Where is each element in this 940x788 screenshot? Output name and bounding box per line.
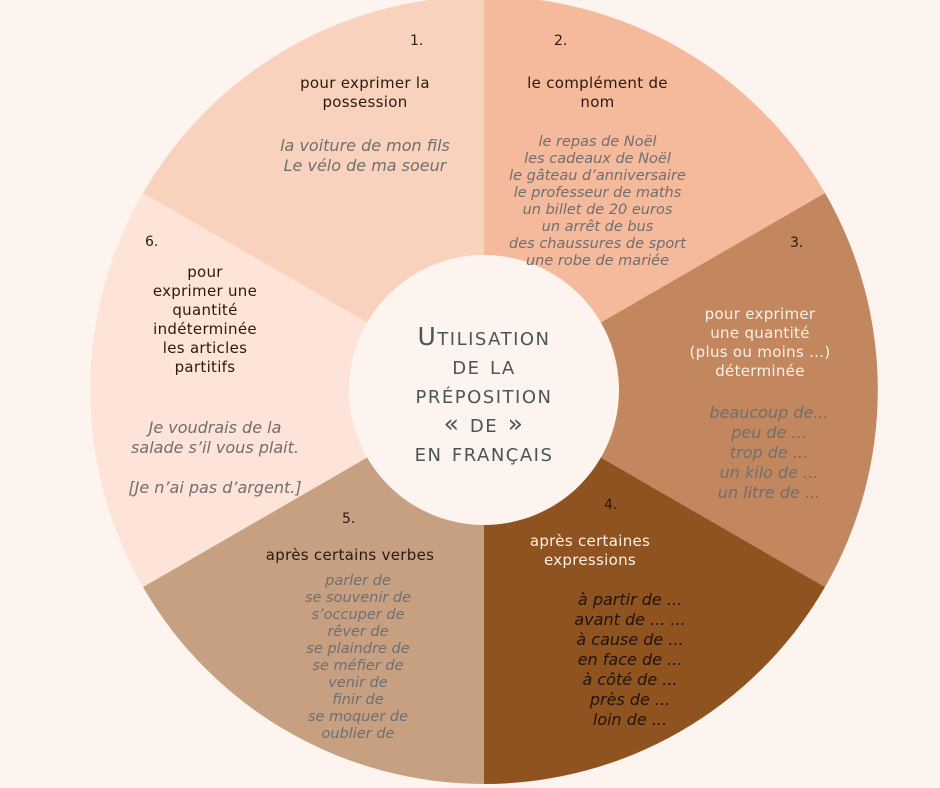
title-line: en français — [414, 438, 554, 467]
example: un arrêt de bus — [541, 219, 654, 235]
heading-line: possession — [322, 93, 408, 111]
section-1-examples: la voiture de mon fils Le vélo de ma soe… — [250, 136, 480, 176]
example: se moquer de — [307, 709, 409, 725]
heading-line: les articles — [162, 339, 248, 357]
section-3-heading: pour exprimer une quantité (plus ou moin… — [660, 305, 860, 381]
example-spacer — [100, 458, 330, 478]
title-line: de la — [452, 351, 516, 380]
section-4: à partir de ... avant de ... ... à cause… — [560, 590, 700, 730]
section-4-heading: après certaines expressions — [510, 532, 670, 570]
heading-line: le complément de — [527, 74, 668, 92]
example: trop de ... — [729, 443, 809, 462]
section-5-number: 5. — [342, 511, 356, 527]
example: se plaindre de — [306, 641, 410, 657]
title-line: Utilisation — [417, 322, 551, 351]
example: se méfier de — [312, 658, 404, 674]
section-2-examples: le repas de Noël les cadeaux de Noël le … — [490, 134, 705, 270]
example: Le vélo de ma soeur — [283, 156, 447, 175]
heading-line: pour exprimer — [704, 305, 816, 323]
example: le gâteau d’anniversaire — [509, 168, 686, 184]
example: des chaussures de sport — [509, 236, 686, 252]
example: salade s’il vous plait. — [131, 438, 299, 457]
example: venir de — [328, 675, 388, 691]
example: finir de — [332, 692, 384, 708]
heading-line: déterminée — [715, 362, 805, 380]
section-2: le complément de nom le repas de Noël le… — [490, 74, 705, 270]
section-4-number: 4. — [604, 497, 618, 513]
section-6-heading: pour exprimer une quantité indéterminée … — [120, 263, 290, 377]
example: une robe de mariée — [525, 253, 670, 269]
section-2-heading: le complément de nom — [490, 74, 705, 112]
heading-line: nom — [580, 93, 615, 111]
heading-line: quantité — [172, 301, 238, 319]
example: parler de — [325, 573, 391, 589]
section-3: pour exprimer une quantité (plus ou moin… — [660, 305, 860, 503]
section-3-examples: beaucoup de... peu de ... trop de ... un… — [678, 403, 860, 503]
example: un kilo de ... — [719, 463, 819, 482]
example: la voiture de mon fils — [280, 136, 450, 155]
example: Je voudrais de la — [148, 418, 282, 437]
example: à partir de ... — [577, 590, 683, 609]
example: [Je n’ai pas d’argent.] — [128, 478, 302, 497]
example: en face de ... — [577, 650, 683, 669]
section-3-number: 3. — [790, 235, 804, 251]
example: à côté de ... — [582, 670, 678, 689]
heading-line: exprimer une — [152, 282, 258, 300]
example: oublier de — [321, 726, 395, 742]
section-5-examples: parler de se souvenir de s’occuper de rê… — [228, 573, 488, 743]
title-line: préposition — [415, 380, 553, 409]
example: un billet de 20 euros — [522, 202, 673, 218]
section-5: après certains verbes parler de se souve… — [240, 546, 460, 743]
example: loin de ... — [592, 710, 668, 729]
heading-line: expressions — [543, 551, 637, 569]
example: rêver de — [327, 624, 389, 640]
example: s’occuper de — [311, 607, 405, 623]
section-6-examples: Je voudrais de la salade s’il vous plait… — [100, 418, 330, 498]
heading-line: indéterminée — [153, 320, 257, 338]
section-6-heading-wrap: pour exprimer une quantité indéterminée … — [120, 263, 290, 377]
heading-line: partitifs — [174, 358, 236, 376]
sector-6 — [90, 193, 485, 587]
example: à cause de ... — [576, 630, 684, 649]
section-2-number: 2. — [554, 33, 568, 49]
heading-line: pour — [187, 263, 223, 281]
center-circle — [349, 255, 619, 525]
example: beaucoup de... — [709, 403, 829, 422]
example: se souvenir de — [304, 590, 412, 606]
heading-line: (plus ou moins ...) — [689, 343, 831, 361]
title-line: « de » — [443, 409, 525, 438]
diagram-title: Utilisation de la préposition « de » en … — [350, 322, 618, 467]
example: le repas de Noël — [538, 134, 657, 150]
example: avant de ... ... — [574, 610, 686, 629]
heading-line: pour exprimer la — [300, 74, 430, 92]
heading-line: après certains verbes — [265, 546, 435, 564]
heading-line: une quantité — [710, 324, 810, 342]
example: le professeur de maths — [513, 185, 682, 201]
section-4-examples: à partir de ... avant de ... ... à cause… — [560, 590, 700, 730]
sector-3 — [484, 193, 878, 587]
example: près de ... — [589, 690, 671, 709]
section-4-heading-wrap: après certaines expressions — [510, 532, 670, 570]
heading-line: après certaines — [529, 532, 651, 550]
example: peu de ... — [731, 423, 807, 442]
section-5-heading: après certains verbes — [240, 546, 460, 565]
section-6-number: 6. — [145, 234, 159, 250]
section-6: Je voudrais de la salade s’il vous plait… — [100, 418, 330, 498]
section-1: pour exprimer la possession la voiture d… — [250, 74, 480, 176]
example: les cadeaux de Noël — [524, 151, 671, 167]
section-1-heading: pour exprimer la possession — [250, 74, 480, 112]
example: un litre de ... — [717, 483, 821, 502]
section-1-number: 1. — [410, 33, 424, 49]
